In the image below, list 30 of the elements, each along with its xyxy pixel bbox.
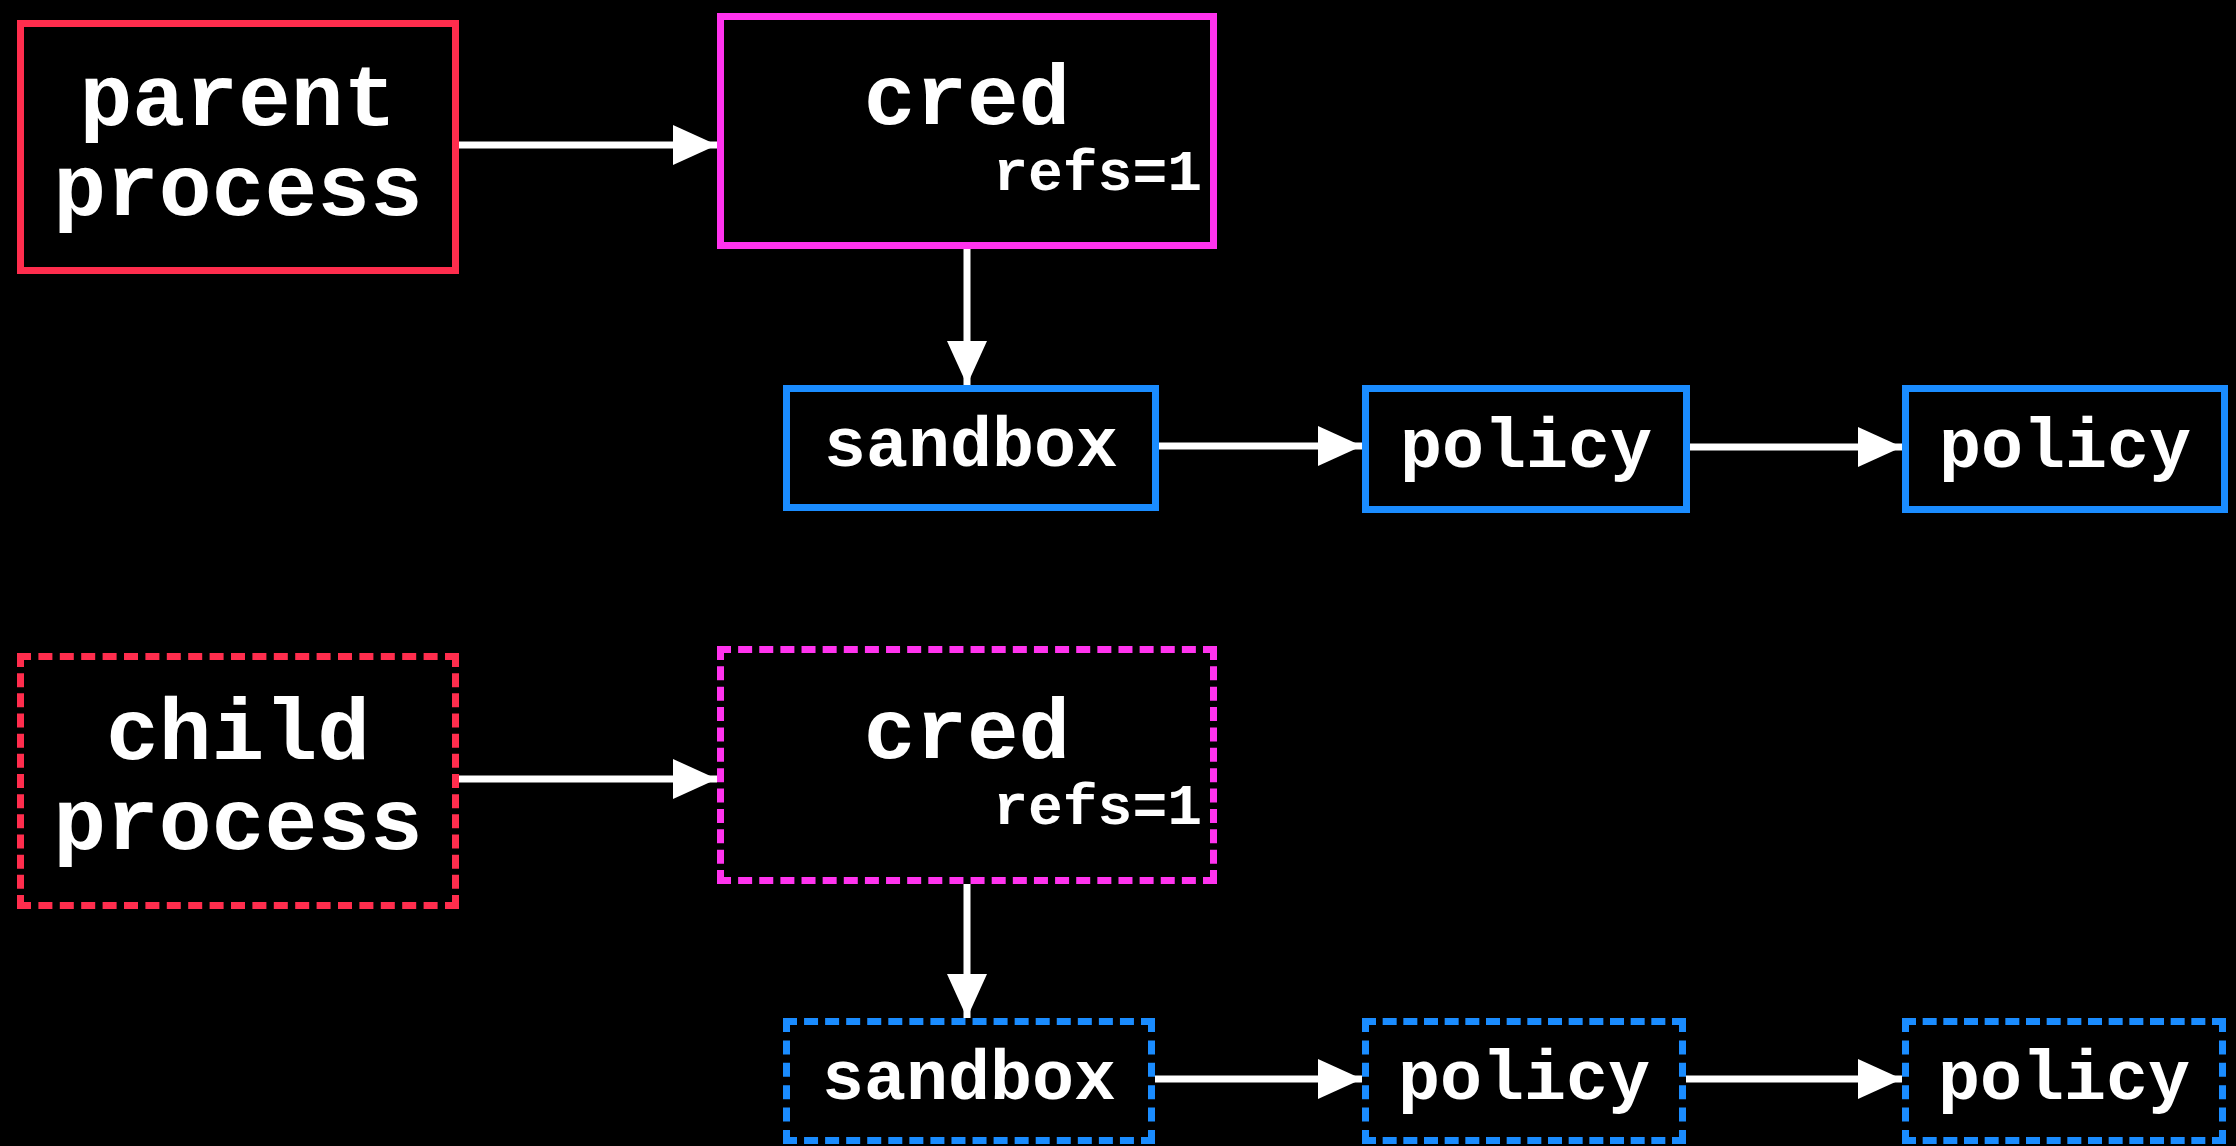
- process-box: [17, 20, 459, 274]
- arrow: [947, 884, 987, 1018]
- process-box: [717, 646, 1217, 884]
- node-label: cred: [862, 691, 1071, 780]
- node-label: refs=1: [992, 145, 1203, 205]
- node-label: sandbox: [822, 412, 1120, 484]
- arrow: [1159, 426, 1362, 466]
- process-box: [717, 13, 1217, 249]
- process-box: [1362, 385, 1690, 513]
- arrow: [459, 125, 717, 165]
- process-box: [783, 385, 1159, 511]
- process-box: [17, 653, 459, 909]
- process-box: [783, 1018, 1155, 1144]
- node-label: parent process: [52, 57, 424, 237]
- node-label: refs=1: [992, 779, 1203, 839]
- node-label: policy: [1396, 1045, 1651, 1117]
- arrow: [1686, 1059, 1902, 1099]
- process-box: [1902, 385, 2228, 513]
- arrow: [1690, 427, 1902, 467]
- arrow: [1155, 1059, 1362, 1099]
- node-label: policy: [1937, 413, 2192, 485]
- arrow: [459, 759, 717, 799]
- node-label: policy: [1398, 413, 1653, 485]
- node-label: cred: [862, 57, 1071, 146]
- arrow: [947, 249, 987, 385]
- process-box: [1902, 1018, 2226, 1144]
- node-label: sandbox: [820, 1045, 1118, 1117]
- process-box: [1362, 1018, 1686, 1144]
- node-label: child process: [52, 691, 424, 871]
- node-label: policy: [1936, 1045, 2191, 1117]
